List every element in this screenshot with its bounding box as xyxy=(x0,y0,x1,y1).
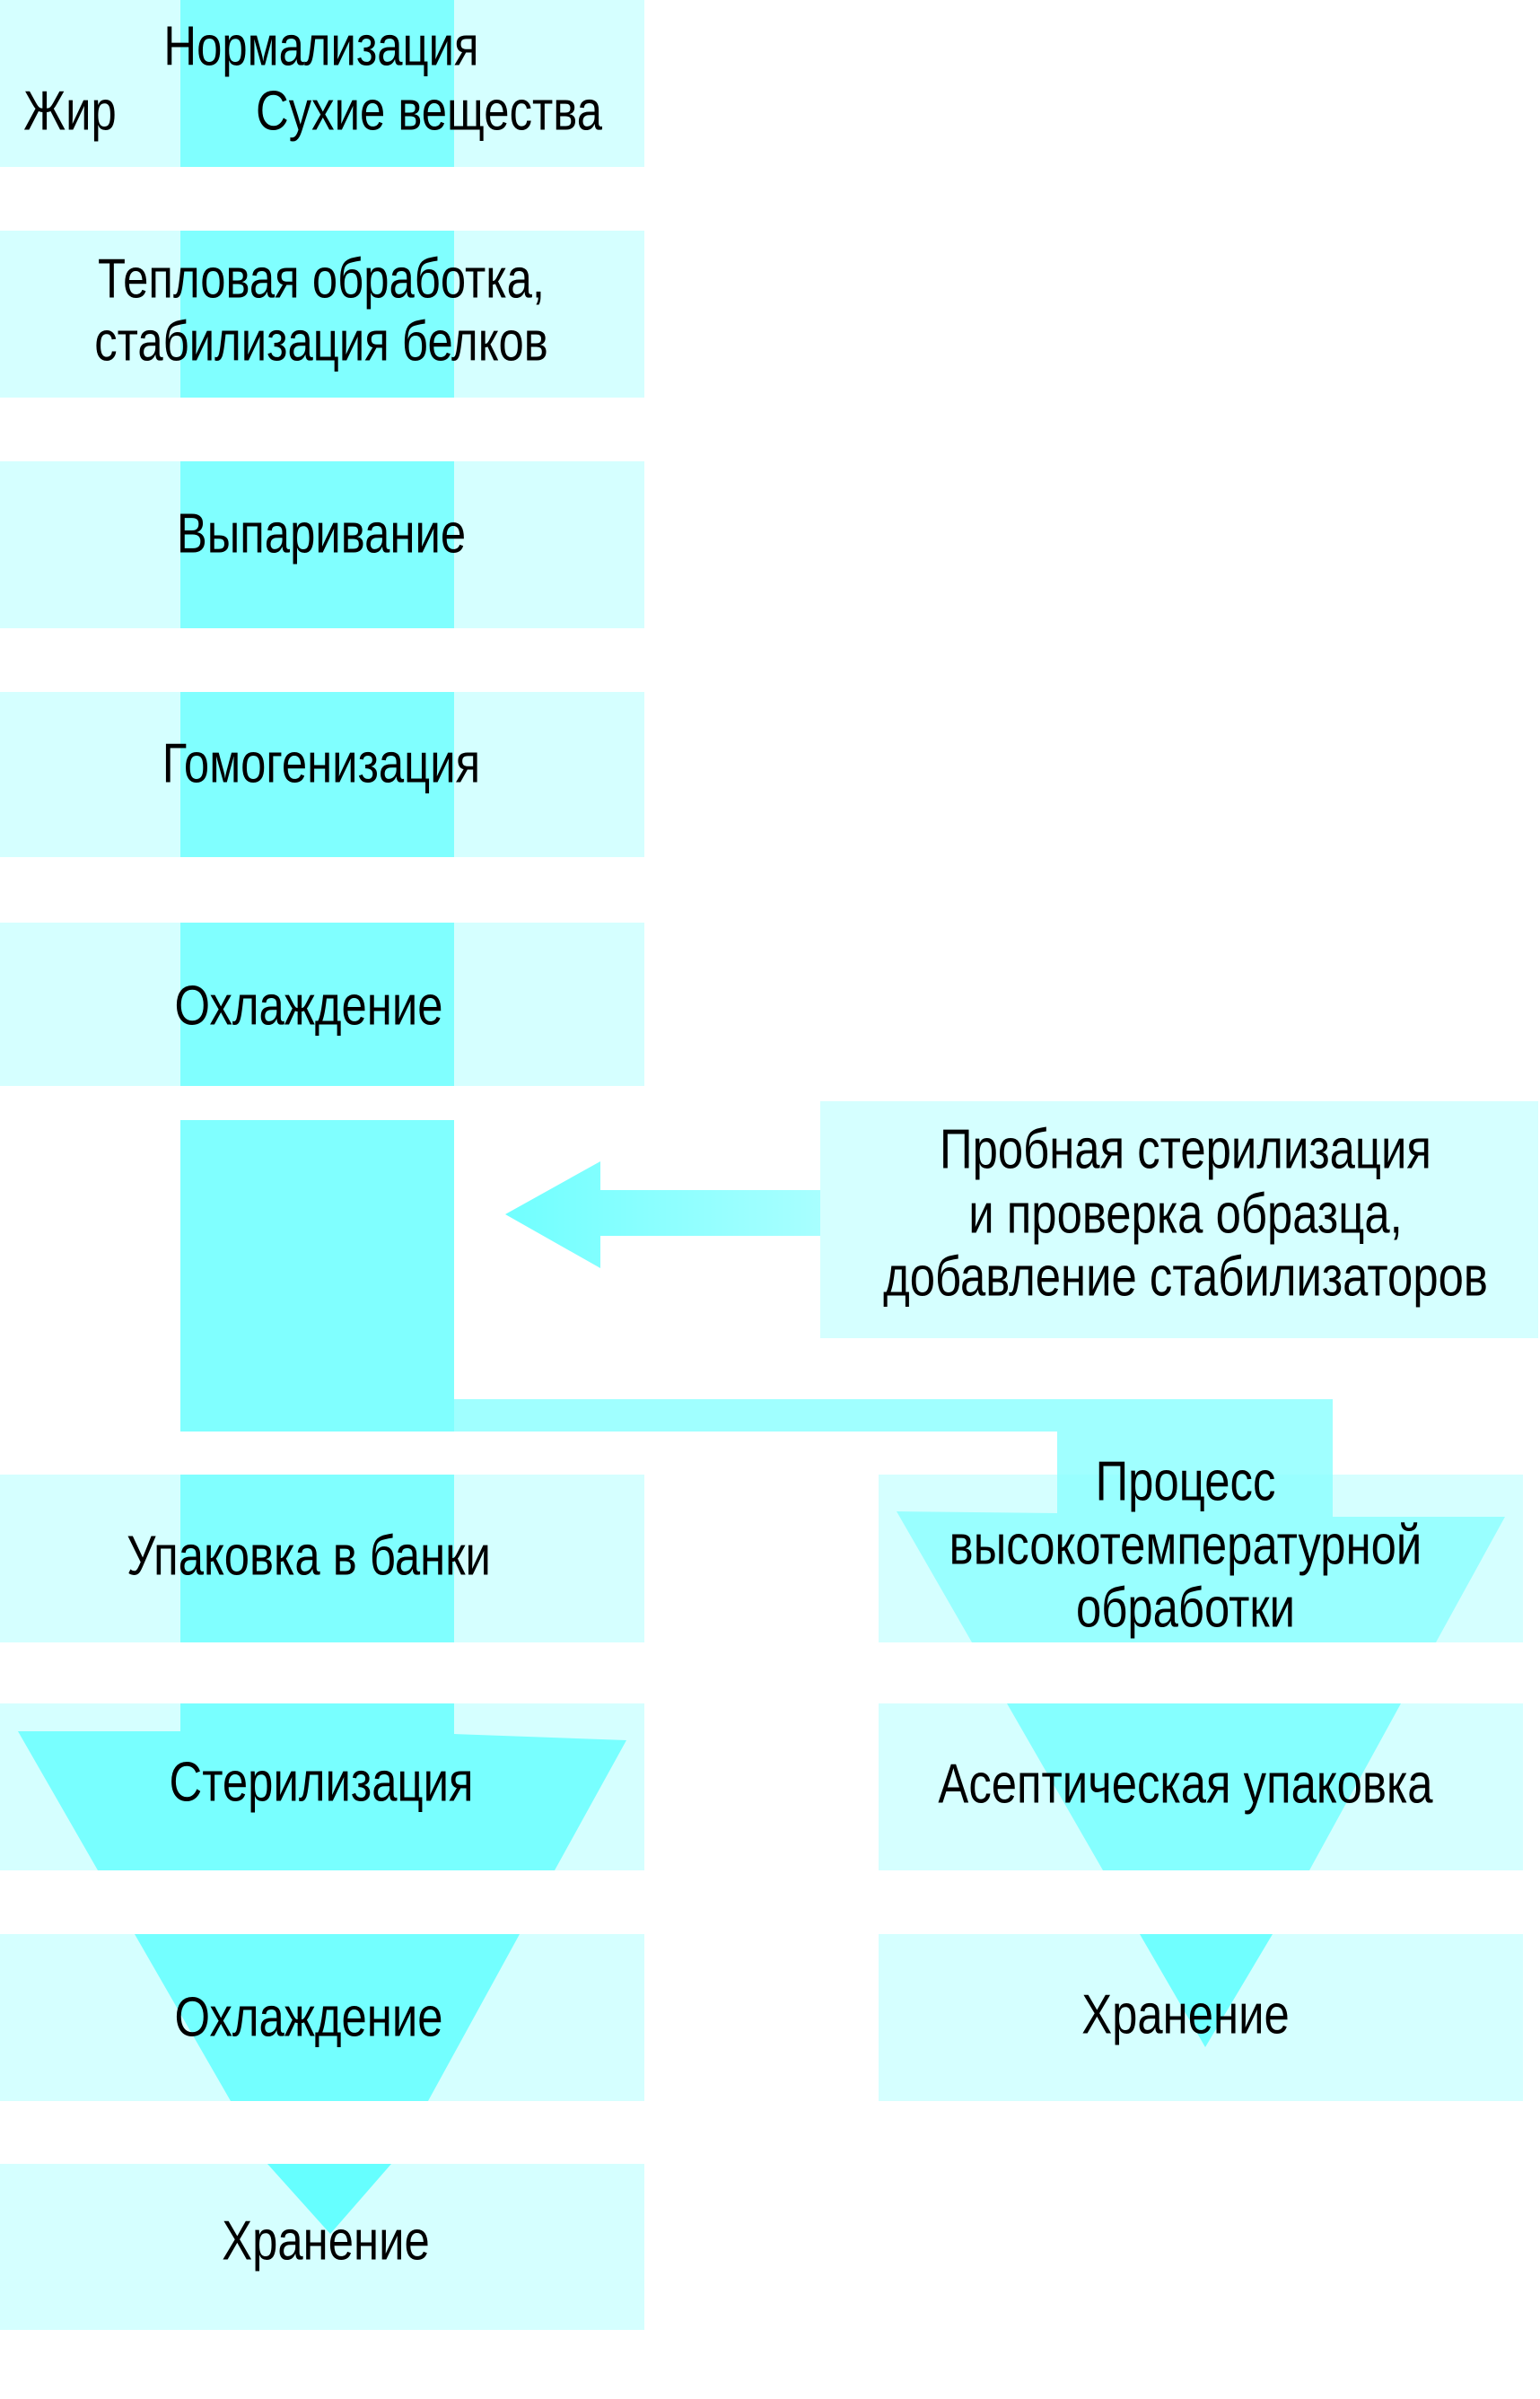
storage-right-label: Хранение xyxy=(1081,1984,1290,2046)
step-sterilization: Стерилизация xyxy=(0,1703,644,1870)
homogenization-label: Гомогенизация xyxy=(162,733,480,795)
canning-label: Упаковка в банки xyxy=(127,1526,491,1588)
step-evaporation: Выпаривание xyxy=(0,461,644,628)
uht-line3: обработки xyxy=(1076,1578,1295,1640)
uht-line2: высокотемпературной xyxy=(949,1515,1422,1577)
normalization-title: Нормализация xyxy=(163,16,478,78)
step-storage-left: Хранение xyxy=(0,2164,644,2330)
sterilization-label: Стерилизация xyxy=(169,1752,473,1814)
normalization-fat: Жир xyxy=(23,81,117,143)
heat-treatment-line1: Тепловая обработка, xyxy=(98,249,545,311)
uht-line1: Процесс xyxy=(1096,1451,1276,1513)
evaporation-label: Выпаривание xyxy=(177,503,466,565)
step-storage-right: Хранение xyxy=(879,1934,1523,2101)
cooling-2-label: Охлаждение xyxy=(174,1987,442,2049)
step-cooling-2: Охлаждение xyxy=(0,1934,644,2101)
aseptic-label: Асептическая упаковка xyxy=(938,1754,1433,1816)
arrow-left-icon xyxy=(505,1161,820,1268)
test-line3: добавление стабилизаторов xyxy=(883,1247,1488,1309)
normalization-solids: Сухие вещества xyxy=(256,81,602,143)
step-aseptic-packaging: Асептическая упаковка xyxy=(879,1703,1523,1870)
test-block xyxy=(180,1120,454,1432)
step-homogenization: Гомогенизация xyxy=(0,692,644,857)
step-test-sterilization: Пробная стерилизация и проверка образца,… xyxy=(820,1101,1538,1338)
step-heat-treatment: Тепловая обработка, стабилизация белков xyxy=(0,231,644,398)
cooling-1-label: Охлаждение xyxy=(174,976,442,1038)
step-cooling-1: Охлаждение xyxy=(0,923,644,1086)
step-canning: Упаковка в банки xyxy=(0,1475,644,1642)
test-line1: Пробная стерилизация xyxy=(940,1119,1431,1181)
step-uht: Процесс высокотемпературной обработки xyxy=(879,1451,1523,1642)
step-normalization: Нормализация Жир Сухие вещества xyxy=(0,0,644,167)
test-line2: и проверка образца, xyxy=(968,1184,1402,1246)
heat-treatment-line2: стабилизация белков xyxy=(94,311,548,373)
storage-left-label: Хранение xyxy=(222,2211,430,2272)
